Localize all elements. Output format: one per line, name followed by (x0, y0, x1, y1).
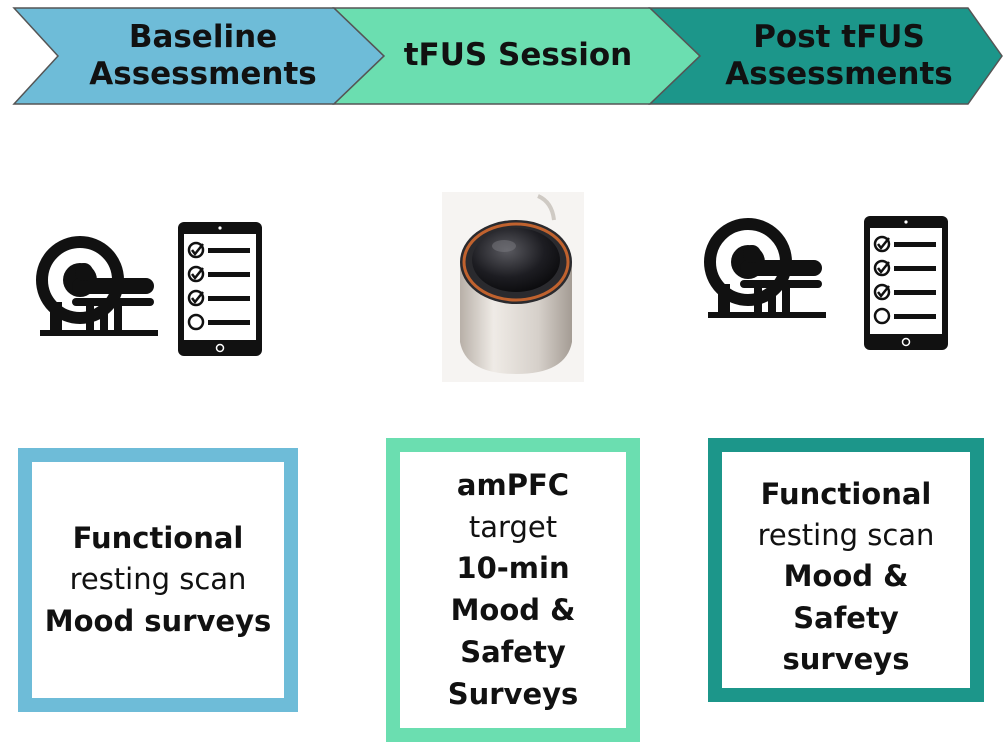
tfus-session-box: amPFC target 10-min Mood & Safety Survey… (386, 438, 640, 742)
stage-label-line: Baseline (128, 18, 278, 55)
box-line: Mood & (783, 559, 909, 594)
mri-scanner-icon (704, 218, 826, 318)
box-line: surveys (782, 641, 910, 676)
stage-label-line: tFUS Session (403, 37, 633, 74)
box-line: resting scan (69, 562, 247, 597)
stage-label-line: Post tFUS (753, 18, 925, 55)
stage-label-baseline: Baseline Assessments (58, 8, 348, 104)
baseline-assessment-box: Functional resting scan Mood surveys (18, 448, 298, 712)
ultrasound-transducer-image (442, 192, 584, 382)
box-line: amPFC (456, 467, 570, 502)
box-line: Surveys (447, 676, 579, 711)
stage-label-session: tFUS Session (380, 8, 656, 104)
box-line: Functional (72, 521, 244, 556)
stage-label-post: Post tFUS Assessments (696, 8, 982, 104)
checklist-tablet-icon (864, 216, 948, 350)
stage-label-line: Assessments (725, 56, 953, 92)
stage-label-line: Assessments (89, 56, 317, 92)
stage-arrow-banner (12, 7, 1003, 105)
checklist-tablet-icon (178, 222, 262, 356)
box-line: Mood surveys (44, 603, 272, 638)
post-assessment-box: Functional resting scan Mood & Safety su… (708, 438, 984, 702)
mri-scanner-icon (36, 236, 158, 336)
box-line: Safety (460, 634, 566, 669)
box-line: target (468, 509, 558, 544)
box-line: Mood & (450, 593, 576, 627)
box-line: Safety (793, 600, 899, 635)
stage-arrow-post (648, 7, 1003, 105)
box-line: 10-min (456, 551, 570, 586)
box-line: resting scan (757, 518, 935, 553)
box-line: Functional (760, 477, 932, 511)
